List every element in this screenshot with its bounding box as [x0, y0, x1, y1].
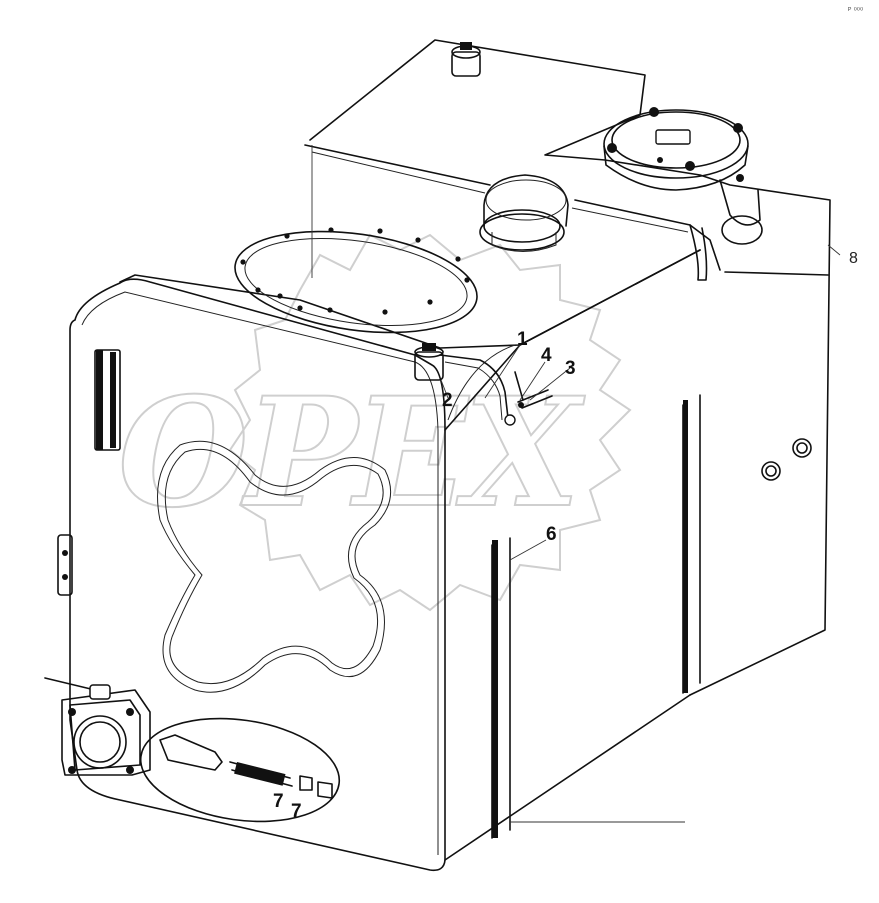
opex-watermark: OPEX [117, 233, 632, 612]
corner-mark: ᴾ ⁰⁰⁰ [848, 6, 863, 15]
leader-1 [484, 344, 521, 399]
filler-cap [479, 174, 569, 252]
suction-flange [44, 677, 151, 776]
callout-2: 2 [442, 390, 453, 411]
cover-bolts [240, 227, 470, 315]
tank-body [69, 39, 831, 872]
leader-6 [509, 539, 547, 561]
inspection-cover [234, 227, 478, 334]
leader-4 [519, 361, 546, 401]
clamp-strap [439, 354, 553, 426]
tank-side-face-edge [447, 344, 516, 421]
front-plug [414, 343, 444, 381]
watermark-gear [228, 233, 632, 612]
breather-plug [451, 42, 481, 77]
leader-8 [827, 244, 841, 256]
callout-4: 4 [541, 345, 552, 366]
callout-6: 6 [546, 524, 557, 545]
tank-side-face [444, 249, 701, 861]
callout-1: 1 [517, 329, 528, 350]
tank-top-ridge-inner [311, 151, 689, 233]
side-bracket [57, 534, 73, 596]
watermark-text: OPEX [118, 365, 586, 541]
leader-3 [529, 367, 571, 401]
leader-lines [311, 145, 841, 823]
leader-2 [440, 379, 449, 399]
callout-7b: 7 [291, 801, 302, 822]
grab-rail [689, 224, 708, 281]
baffle-outline [157, 440, 392, 693]
drain-plugs [761, 438, 812, 481]
callout-3: 3 [565, 358, 576, 379]
level-gauge [94, 349, 121, 451]
tank-strap-left [491, 537, 511, 839]
tank-strap-right [682, 394, 701, 694]
filter-housing [603, 107, 763, 245]
detail-ellipse [139, 717, 341, 823]
tank-top-slope [119, 249, 701, 349]
callout-8: 8 [849, 250, 858, 267]
tank-top-ridge [304, 144, 829, 276]
callout-7a: 7 [273, 791, 284, 812]
